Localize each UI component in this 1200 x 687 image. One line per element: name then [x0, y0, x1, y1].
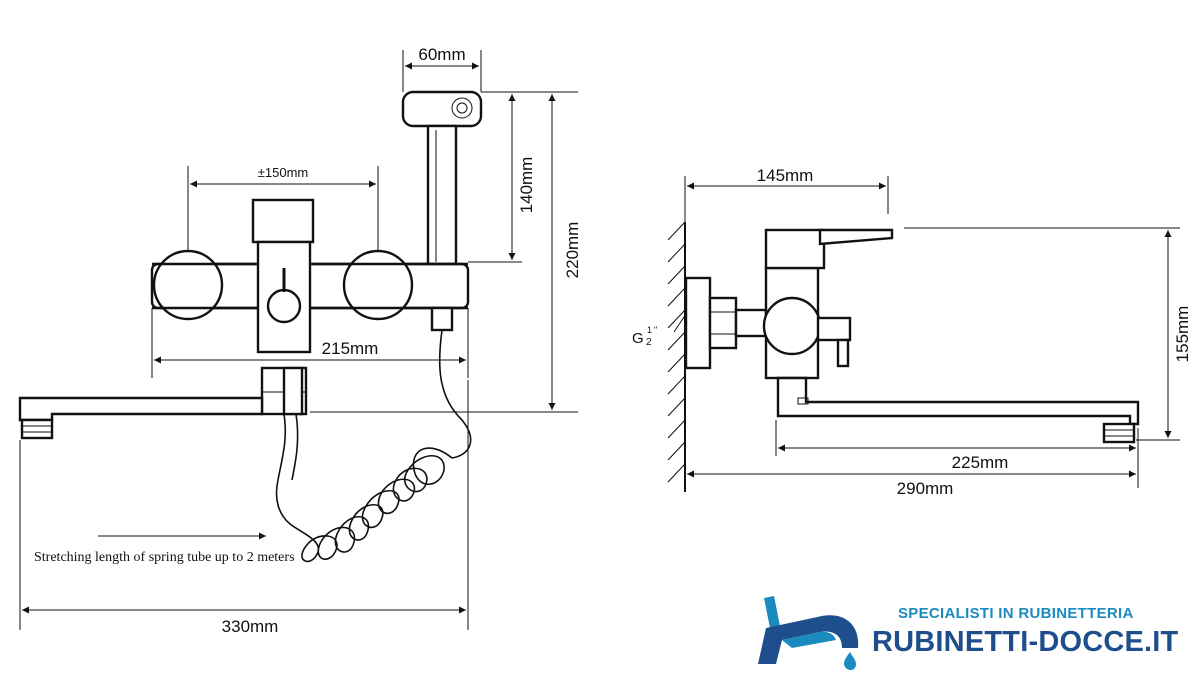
dim-label-220mm: 220mm — [563, 222, 582, 279]
dim-label-155mm: 155mm — [1173, 306, 1192, 363]
dim-label-225mm: 225mm — [952, 453, 1009, 472]
left-view-dimensions — [19, 50, 578, 630]
thread-label-numerator: 1 — [647, 325, 652, 335]
dim-label-140mm: 140mm — [517, 157, 536, 214]
right-view-faucet — [667, 221, 1140, 492]
thread-label-main: G — [632, 330, 644, 347]
dim-label-290mm: 290mm — [897, 479, 954, 498]
faucet-logo-icon — [758, 596, 859, 670]
logo-name: RUBINETTI-DOCCE.IT — [872, 626, 1179, 658]
spring-tube-note: Stretching length of spring tube up to 2… — [34, 550, 295, 565]
thread-label-inch: " — [654, 325, 657, 335]
dim-label-center-spacing: ±150mm — [258, 165, 308, 180]
thread-size-label: G 1 2 " — [632, 325, 657, 348]
logo-tagline: SPECIALISTI IN RUBINETTERIA — [898, 605, 1134, 622]
left-view-faucet — [18, 90, 483, 563]
brand-logo[interactable]: SPECIALISTI IN RUBINETTERIA RUBINETTI-DO… — [752, 590, 1192, 670]
dim-label-330mm: 330mm — [222, 617, 279, 636]
thread-label-denominator: 2 — [646, 337, 652, 348]
dim-label-145mm: 145mm — [757, 166, 814, 185]
dim-label-60mm: 60mm — [418, 45, 465, 64]
dim-label-215mm: 215mm — [322, 339, 379, 358]
right-view-dimensions — [684, 176, 1180, 488]
